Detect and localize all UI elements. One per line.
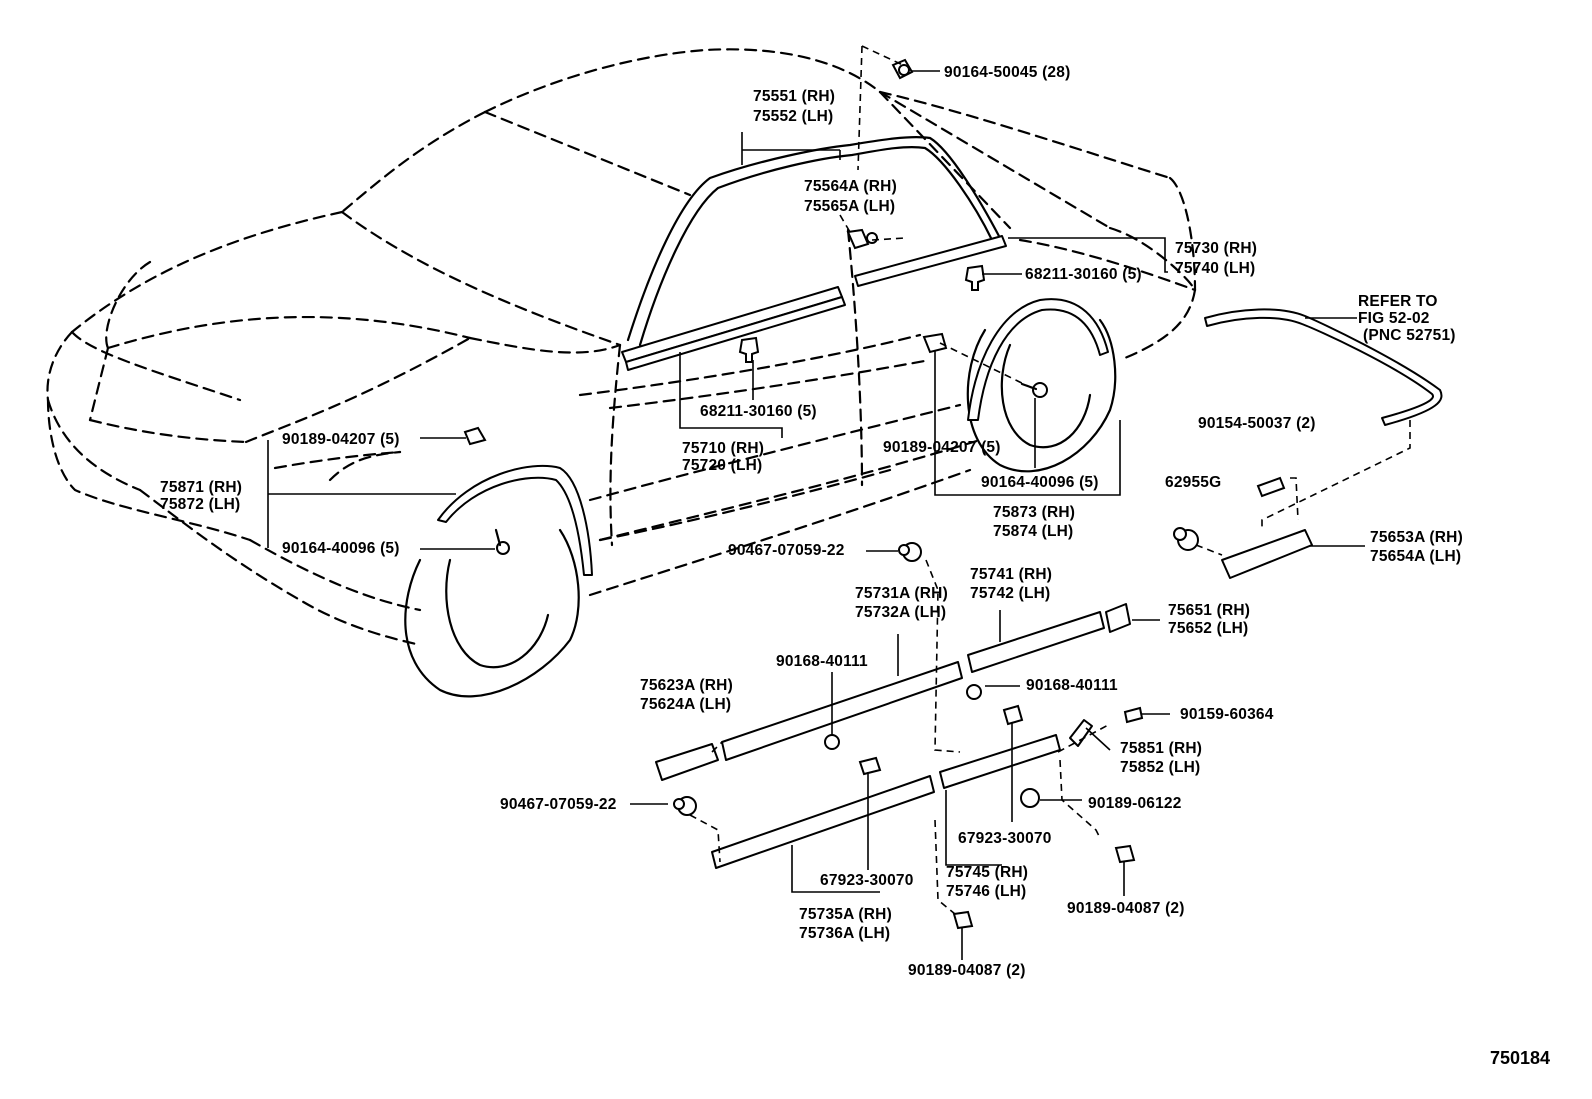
label-rivet-upper: 90467-07059-22 — [728, 542, 845, 559]
front-cap-part[interactable] — [655, 743, 719, 781]
label-bracket-lh: 75852 (LH) — [1120, 759, 1200, 776]
roof-drip-molding — [626, 135, 1002, 347]
car-body-outline — [46, 48, 1197, 647]
front-arch-screw-icon — [494, 528, 510, 555]
clip-rocker-end-icon — [1020, 788, 1040, 808]
label-belt-front-lh: 75720 (LH) — [682, 457, 762, 474]
label-end-cap-lh: 75652 (LH) — [1168, 620, 1248, 637]
label-screw-front-arch: 90164-40096 (5) — [282, 540, 400, 557]
label-front-cap-rh: 75623A (RH) — [640, 677, 733, 694]
bracket-part[interactable] — [1069, 719, 1093, 747]
label-rear-arch-lh: 75874 (LH) — [993, 523, 1073, 540]
front-door-clip-icon — [738, 336, 760, 363]
screw-rocker-end-icon — [1123, 706, 1144, 724]
nut-rear-icon — [966, 684, 982, 700]
side-rear-molding[interactable] — [967, 611, 1105, 673]
label-side-front-rh: 75731A (RH) — [855, 585, 948, 602]
label-side-rear-lh: 75742 (LH) — [970, 585, 1050, 602]
label-roof-rh: 75551 (RH) — [753, 88, 835, 105]
front-fender-arch-molding[interactable] — [437, 464, 593, 576]
rear-fender-arch-molding[interactable] — [967, 298, 1109, 421]
label-front-arch-rh: 75871 (RH) — [160, 479, 242, 496]
label-clip-rocker-rear: 67923-30070 — [958, 830, 1052, 847]
label-clip-rear-door: 68211-30160 (5) — [1025, 266, 1142, 283]
label-belt-front-rh: 75710 (RH) — [682, 440, 764, 457]
rear-panel-screw-icon — [1256, 476, 1286, 498]
label-rivet-lower: 90467-07059-22 — [500, 796, 617, 813]
label-screw-rocker-end: 90159-60364 — [1180, 706, 1274, 723]
side-front-molding[interactable] — [721, 661, 963, 761]
label-belt-rear-lh: 75740 (LH) — [1175, 260, 1255, 277]
label-roof-lh: 75552 (LH) — [753, 108, 833, 125]
label-front-arch-lh: 75872 (LH) — [160, 496, 240, 513]
label-front-cap-lh: 75624A (LH) — [640, 696, 731, 713]
rear-arch-screw-icon — [1020, 382, 1048, 398]
rear-panel-molding[interactable] — [1221, 529, 1313, 579]
rivet-lower-icon — [673, 796, 697, 816]
grommet-icon — [1173, 527, 1199, 551]
label-pillar-lh: 75565A (LH) — [804, 198, 895, 215]
label-refer-1: REFER TO — [1358, 293, 1438, 310]
label-bracket-rh: 75851 (RH) — [1120, 740, 1202, 757]
label-side-rear-rh: 75741 (RH) — [970, 566, 1052, 583]
label-rear-panel-lh: 75654A (LH) — [1370, 548, 1461, 565]
label-nut-front: 90168-40111 — [776, 653, 868, 670]
rear-wheel — [966, 318, 1117, 473]
label-bolt-top: 90164-50045 (28) — [944, 64, 1070, 81]
label-clip-bottom-right: 90189-04087 (2) — [1067, 900, 1185, 917]
label-refer-3: (PNC 52751) — [1363, 327, 1456, 344]
figure-number: 750184 — [1490, 1048, 1550, 1068]
label-screw-rear-panel: 90154-50037 (2) — [1198, 415, 1316, 432]
end-cap-part[interactable] — [1105, 603, 1131, 633]
bolt-top-icon — [891, 58, 914, 80]
label-clip-front-door: 68211-30160 (5) — [700, 403, 817, 420]
rocker-rear-clip-icon — [1002, 704, 1024, 726]
clip-bottom-right-icon — [1114, 844, 1136, 864]
label-end-cap-rh: 75651 (RH) — [1168, 602, 1250, 619]
label-rocker-rear-rh: 75745 (RH) — [946, 864, 1028, 881]
label-rear-arch-rh: 75873 (RH) — [993, 504, 1075, 521]
pillar-clip-icon — [846, 228, 878, 250]
label-rear-panel-rh: 75653A (RH) — [1370, 529, 1463, 546]
front-arch-clip-icon — [463, 426, 487, 446]
rocker-front-molding[interactable] — [711, 775, 935, 869]
front-wheel — [404, 528, 580, 698]
rocker-rear-molding[interactable] — [939, 734, 1061, 789]
rear-door-clip-icon — [964, 264, 986, 291]
rear-door-belt-molding[interactable] — [854, 235, 1007, 287]
label-side-front-lh: 75732A (LH) — [855, 604, 946, 621]
label-clip-bottom-center: 90189-04087 (2) — [908, 962, 1026, 979]
label-refer-2: FIG 52-02 — [1358, 310, 1430, 327]
refer-molding — [1204, 308, 1443, 426]
clip-bottom-center-icon — [952, 910, 974, 930]
rear-arch-clip-icon — [922, 332, 948, 354]
label-clip-rocker-front: 67923-30070 — [820, 872, 914, 889]
front-door-belt-molding[interactable] — [621, 286, 846, 371]
rocker-front-clip-icon — [858, 756, 882, 776]
label-screw-rear-arch: 90164-40096 (5) — [981, 474, 1099, 491]
label-rocker-front-lh: 75736A (LH) — [799, 925, 890, 942]
rivet-upper-icon — [898, 542, 922, 562]
label-nut-rear: 90168-40111 — [1026, 677, 1118, 694]
label-belt-rear-rh: 75730 (RH) — [1175, 240, 1257, 257]
label-grommet: 62955G — [1165, 474, 1221, 491]
label-clip-rocker-end: 90189-06122 — [1088, 795, 1182, 812]
label-clip-front-arch: 90189-04207 (5) — [282, 431, 400, 448]
label-rocker-rear-lh: 75746 (LH) — [946, 883, 1026, 900]
label-rocker-front-rh: 75735A (RH) — [799, 906, 892, 923]
leader-lines — [267, 45, 1411, 960]
label-clip-rear-arch: 90189-04207 (5) — [883, 439, 1001, 456]
label-pillar-rh: 75564A (RH) — [804, 178, 897, 195]
nut-front-icon — [824, 734, 840, 750]
part-labels: 90164-50045 (28) 75551 (RH) 75552 (LH) 7… — [160, 64, 1550, 1068]
